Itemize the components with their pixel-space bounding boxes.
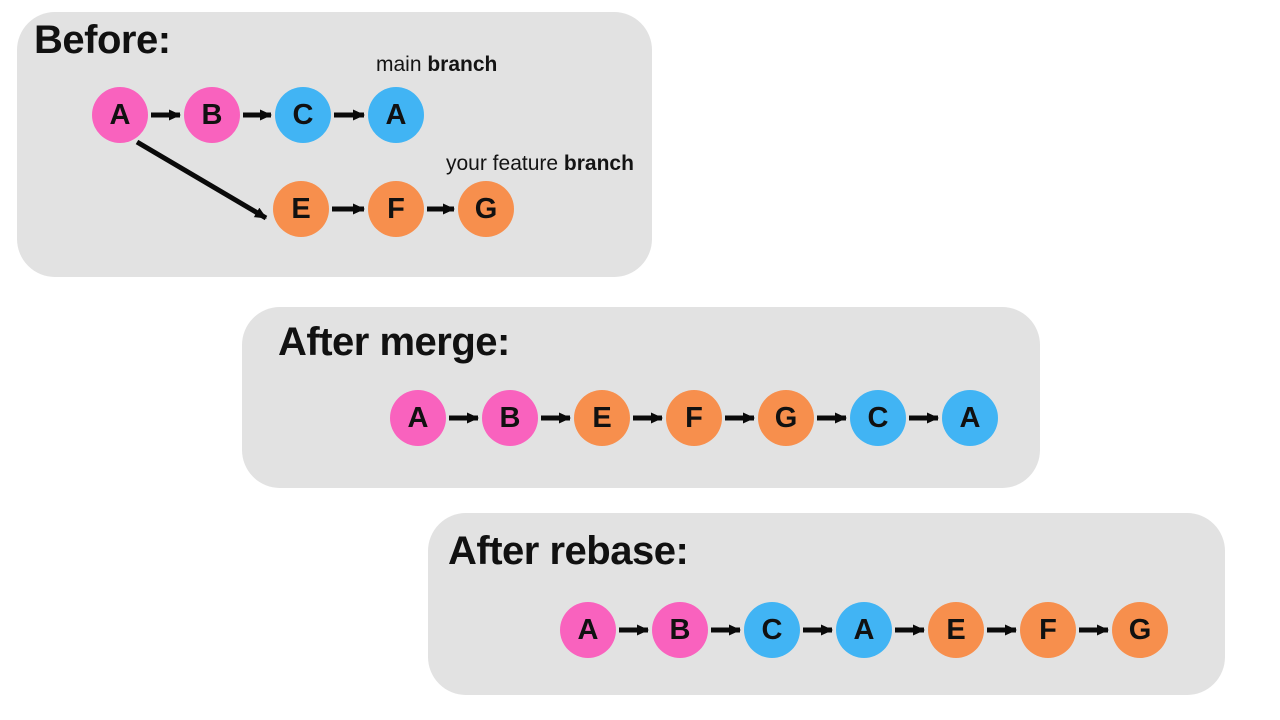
commit-node-after-merge-A: A [390,390,446,446]
commit-node-after-merge-C: C [850,390,906,446]
commit-node-before-A: A [92,87,148,143]
commit-node-after-merge-A: A [942,390,998,446]
commit-node-after-merge-E: E [574,390,630,446]
commit-node-after-rebase-B: B [652,602,708,658]
feature-branch-label: your feature branch [446,152,634,176]
main-branch-label-regular: main [376,53,428,76]
panel-after-rebase-title: After rebase: [448,529,689,573]
panel-after-rebase: After rebase: [428,513,1225,695]
commit-node-before-F: F [368,181,424,237]
commit-node-after-merge-G: G [758,390,814,446]
commit-node-before-G: G [458,181,514,237]
main-branch-label: main branch [376,53,497,77]
commit-node-before-A: A [368,87,424,143]
panel-before: Before: main branch your feature branch [17,12,652,277]
commit-node-after-rebase-A: A [560,602,616,658]
commit-node-after-rebase-G: G [1112,602,1168,658]
main-branch-label-bold: branch [427,53,498,76]
commit-node-after-rebase-E: E [928,602,984,658]
feature-branch-label-bold: branch [563,152,634,175]
commit-node-after-rebase-F: F [1020,602,1076,658]
panel-before-title: Before: [34,18,171,62]
commit-node-before-B: B [184,87,240,143]
feature-branch-label-regular: your feature [446,152,564,175]
commit-node-after-rebase-C: C [744,602,800,658]
panel-after-merge: After merge: [242,307,1040,488]
commit-node-before-E: E [273,181,329,237]
commit-node-after-rebase-A: A [836,602,892,658]
commit-node-after-merge-F: F [666,390,722,446]
commit-node-after-merge-B: B [482,390,538,446]
panel-after-merge-title: After merge: [278,320,510,364]
commit-node-before-C: C [275,87,331,143]
